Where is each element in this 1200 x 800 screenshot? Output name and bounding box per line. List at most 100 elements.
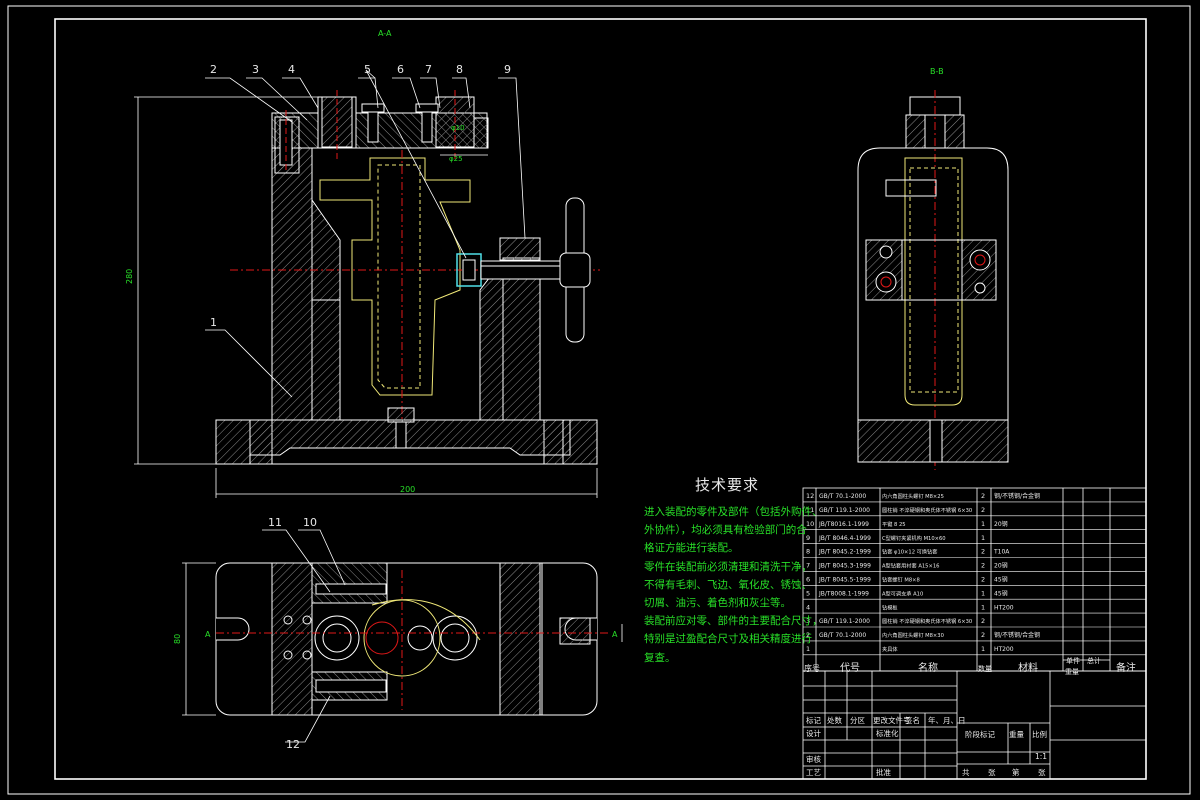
bom-cell-qty: 2	[981, 492, 985, 500]
dim-width: 200	[400, 485, 415, 494]
drawing-frame	[7, 5, 1191, 795]
bom-cell-mat: 20钢	[994, 520, 1008, 528]
balloon-10: 10	[303, 516, 317, 529]
section-label-aa: A-A	[378, 29, 392, 38]
bom-header-mat: 材料	[1018, 661, 1038, 674]
tb-count: 处数	[827, 715, 842, 725]
balloon-2: 2	[210, 63, 217, 76]
bom-header-qty: 数量	[978, 664, 992, 673]
tech-requirements-body: 进入装配的零件及部件（包括外购件、 外协件），均必须具有检验部门的合 格证方能进…	[644, 503, 823, 667]
bom-cell-no: 12	[806, 492, 814, 500]
tb-mark: 标记	[806, 715, 821, 725]
bom-cell-no: 3	[806, 617, 810, 625]
bom-cell-qty: 1	[981, 645, 985, 653]
tb-scale-label: 比例	[1032, 729, 1047, 739]
tech-line: 装配前应对零、部件的主要配合尺寸，	[644, 615, 823, 628]
bom-cell-no: 5	[806, 589, 810, 597]
bom-cell-no: 11	[806, 506, 814, 514]
bom-header-no: 序号	[804, 663, 820, 673]
balloon-8: 8	[456, 63, 463, 76]
bom-cell-code: JB/T 8045.5-1999	[818, 577, 871, 584]
bom-cell-qty: 2	[981, 506, 985, 514]
bom-cell-no: 2	[806, 631, 810, 639]
bom-cell-code: GB/T 70.1-2000	[819, 632, 866, 639]
bom-cell-name: 圆柱销 不淬硬钢和奥氏体不锈钢 6×30	[882, 617, 972, 625]
title-block	[802, 670, 1147, 780]
left-upright	[271, 147, 313, 421]
balloon-11: 11	[268, 516, 282, 529]
bom-cell-qty: 2	[981, 562, 985, 570]
tb-design: 设计	[806, 728, 821, 738]
bom-cell-mat: 钢/不锈钢/合金钢	[994, 492, 1040, 500]
bom-cell-code: JB/T8008.1-1999	[818, 590, 869, 597]
bom-cell-name: 内六角圆柱头螺钉 M8×30	[882, 631, 944, 639]
bom-cell-no: 4	[806, 603, 810, 611]
tech-line: 不得有毛刺、飞边、氧化皮、锈蚀、	[644, 578, 812, 591]
bom-cell-name: 内六角圆柱头螺钉 M8×25	[882, 492, 944, 500]
workpiece-front	[319, 157, 471, 396]
bom-cell-qty: 1	[981, 520, 985, 528]
tech-line: 外协件），均必须具有检验部门的合	[644, 524, 807, 537]
bom-cell-mat: 20钢	[994, 562, 1008, 570]
front-view: A-A	[125, 29, 600, 498]
balloon-1: 1	[210, 316, 217, 329]
tech-line: 格证方能进行装配。	[644, 542, 739, 555]
section-marker-left: A	[205, 630, 211, 639]
bom-header-weight: 重量	[1065, 668, 1079, 676]
balloon-12: 12	[286, 738, 300, 751]
bom-cell-name: A型钻套用衬套 A15×16	[882, 562, 939, 570]
bom-cell-mat: 45钢	[994, 576, 1008, 584]
bom-cell-no: 1	[806, 645, 810, 653]
bom-cell-name: 钻套 φ10×12 可换钻套	[882, 548, 938, 556]
tb-std: 标准化	[876, 728, 899, 738]
dim-small-1: φ10	[451, 124, 465, 132]
bom-cell-mat: HT200	[994, 604, 1014, 611]
tech-line: 零件在装配前必须清理和清洗干净，	[644, 560, 812, 573]
dim-small-2: φ25	[449, 155, 463, 163]
balloon-9: 9	[504, 63, 511, 76]
bom-cell-qty: 2	[981, 617, 985, 625]
tb-sheet-1: 共	[962, 768, 970, 777]
bom-header-remark: 备注	[1116, 661, 1136, 674]
dim-plan: 80	[173, 634, 182, 644]
bom-cell-qty: 2	[981, 631, 985, 639]
side-view: B-B	[857, 67, 1009, 470]
balloon-7: 7	[425, 63, 432, 76]
bom-cell-name: 钻套螺钉 M8×8	[882, 576, 920, 584]
section-label-bb: B-B	[930, 67, 944, 76]
bom-cell-no: 9	[806, 534, 810, 542]
bom-cell-code: GB/T 119.1-2000	[819, 507, 870, 514]
balloon-5: 5	[364, 63, 371, 76]
bom-cell-mat: 钢/不锈钢/合金钢	[994, 631, 1040, 639]
bom-cell-no: 7	[806, 562, 810, 570]
bom-cell-name: 钻模板	[882, 603, 898, 611]
tb-change: 更改文件号	[873, 715, 911, 725]
bom-header-name: 名称	[918, 661, 938, 674]
bom-cell-no: 8	[806, 548, 810, 556]
bom-cell-qty: 1	[981, 603, 985, 611]
tech-line: 切屑、油污、着色剂和灰尘等。	[644, 597, 791, 610]
bom-cell-code: JB/T 8045.3-1999	[818, 563, 871, 570]
bom-cell-code: GB/T 119.1-2000	[819, 618, 870, 625]
tb-check: 审核	[806, 754, 821, 764]
bom-cell-name: 夹具体	[882, 645, 898, 653]
bom-cell-qty: 1	[981, 589, 985, 597]
bom-cell-code: JB/T 8046.4-1999	[818, 535, 871, 542]
bom-header-code: 代号	[840, 662, 860, 674]
tech-line: 特别是过盈配合尺寸及相关精度进行	[644, 633, 812, 646]
bom-cell-code: JB/T 8045.2-1999	[818, 549, 871, 556]
balloon-6: 6	[397, 63, 404, 76]
tb-approve: 批准	[876, 767, 891, 777]
bom-cell-name: 平键 8 25	[882, 520, 906, 528]
bom-cell-name: 圆柱销 不淬硬钢和奥氏体不锈钢 6×30	[882, 506, 972, 514]
section-marker-right: A	[612, 630, 618, 639]
tb-mass: 重量	[1009, 730, 1025, 739]
bom-header-total: 总计	[1087, 656, 1101, 665]
tb-process: 工艺	[806, 768, 821, 777]
plan-view: 80 A A 11 10 12	[173, 516, 623, 751]
bom-cell-mat: HT200	[994, 646, 1014, 653]
right-upright	[502, 257, 541, 421]
tb-zone: 分区	[850, 716, 865, 725]
dim-height: 280	[125, 269, 134, 284]
